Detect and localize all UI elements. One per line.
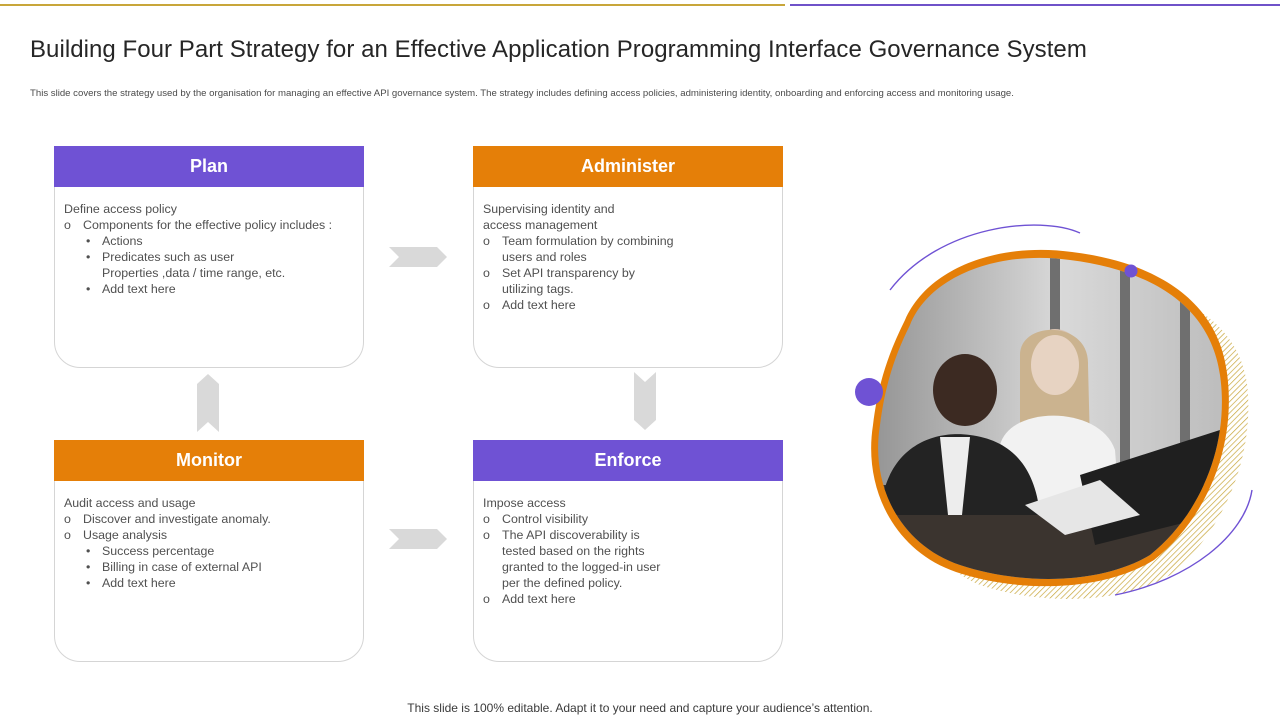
plan-line: Properties ,data / time range, etc. xyxy=(102,266,286,280)
monitor-line: Discover and investigate anomaly. xyxy=(64,511,354,527)
administer-card-header: Administer xyxy=(473,146,783,187)
plan-line: Predicates such as user xyxy=(64,249,354,265)
administer-line: access management xyxy=(483,218,598,232)
top-accent-bar-gold xyxy=(0,4,785,6)
page-title: Building Four Part Strategy for an Effec… xyxy=(30,36,1087,63)
plan-card-body: Define access policy Components for the … xyxy=(55,187,363,297)
plan-line: Define access policy xyxy=(64,202,177,216)
administer-line: Team formulation by combining xyxy=(483,233,773,249)
plan-card-header: Plan xyxy=(54,146,364,187)
plan-line: Components for the effective policy incl… xyxy=(64,217,354,233)
administer-card-body: Supervising identity and access manageme… xyxy=(474,187,782,313)
monitor-line: Success percentage xyxy=(64,543,354,559)
monitor-card-header: Monitor xyxy=(54,440,364,481)
enforce-line: The API discoverability is xyxy=(483,527,773,543)
enforce-line: tested based on the rights xyxy=(502,544,645,558)
enforce-line: Add text here xyxy=(483,591,773,607)
enforce-line: per the defined policy. xyxy=(502,576,623,590)
administer-line: Add text here xyxy=(483,297,773,313)
footer-note: This slide is 100% editable. Adapt it to… xyxy=(407,701,873,715)
administer-line: Supervising identity and xyxy=(483,202,615,216)
monitor-card-body: Audit access and usage Discover and inve… xyxy=(55,481,363,591)
team-photo-illustration xyxy=(855,224,1253,599)
arrow-right-icon xyxy=(389,529,447,549)
monitor-line: Audit access and usage xyxy=(64,496,196,510)
enforce-line: Control visibility xyxy=(483,511,773,527)
monitor-card-title: Monitor xyxy=(176,450,242,470)
administer-line: utilizing tags. xyxy=(502,282,574,296)
plan-card-title: Plan xyxy=(189,156,228,176)
top-accent-bar-purple xyxy=(790,4,1280,6)
enforce-card-header: Enforce xyxy=(473,440,783,481)
monitor-line: Add text here xyxy=(64,575,354,591)
monitor-line: Usage analysis xyxy=(64,527,354,543)
enforce-card-body: Impose access Control visibility The API… xyxy=(474,481,782,607)
administer-line: users and roles xyxy=(502,250,587,264)
administer-line: Set API transparency by xyxy=(483,265,773,281)
enforce-card: Enforce Impose access Control visibility… xyxy=(473,440,783,662)
enforce-line: granted to the logged-in user xyxy=(502,560,661,574)
enforce-line: Impose access xyxy=(483,496,566,510)
page-subtitle: This slide covers the strategy used by t… xyxy=(30,88,1014,99)
arrow-up-icon xyxy=(197,374,219,432)
plan-line: Actions xyxy=(64,233,354,249)
plan-card: Plan Define access policy Components for… xyxy=(54,146,364,368)
monitor-line: Billing in case of external API xyxy=(64,559,354,575)
arrow-down-icon xyxy=(634,372,656,430)
administer-card: Administer Supervising identity and acce… xyxy=(473,146,783,368)
arrow-right-icon xyxy=(389,247,447,267)
plan-line: Add text here xyxy=(64,281,354,297)
enforce-card-title: Enforce xyxy=(594,450,662,470)
administer-card-title: Administer xyxy=(580,156,676,176)
monitor-card: Monitor Audit access and usage Discover … xyxy=(54,440,364,662)
